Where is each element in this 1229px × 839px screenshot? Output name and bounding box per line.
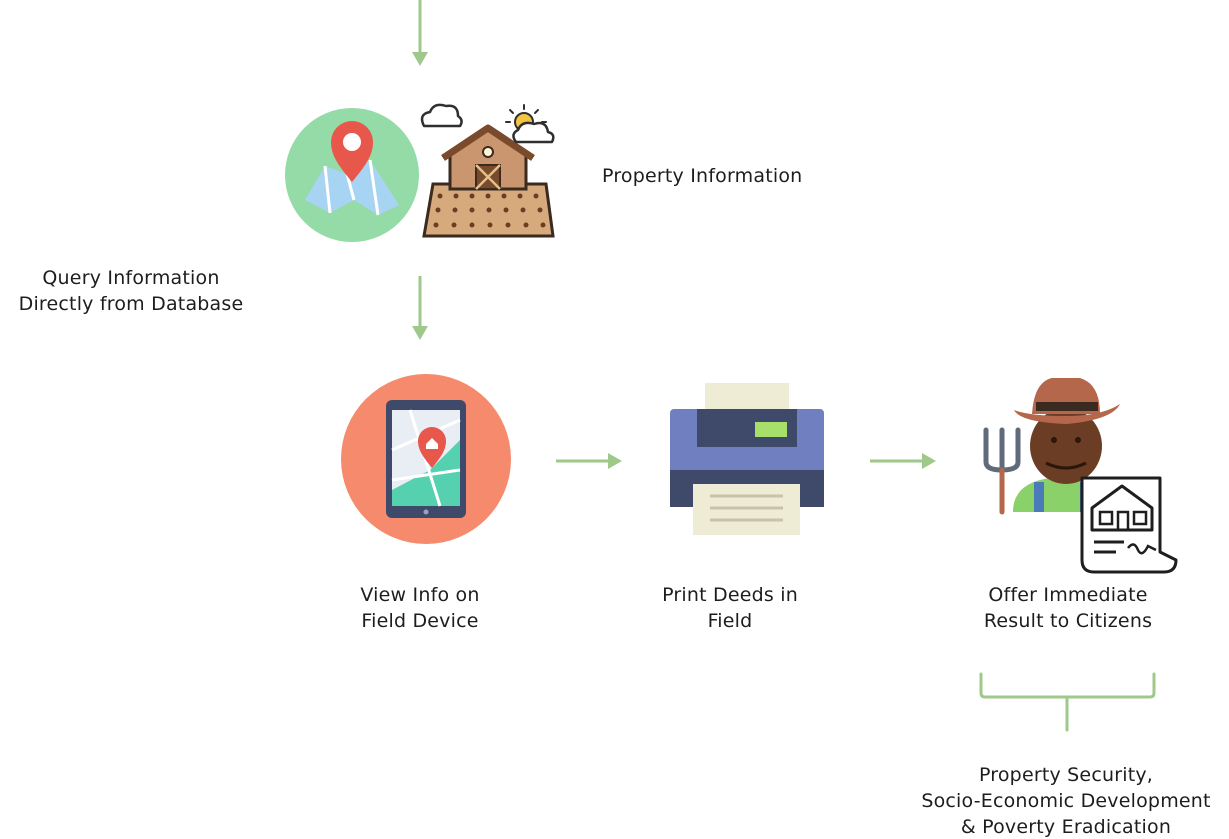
print-deeds-line-1: Print Deeds in <box>662 584 798 606</box>
outcome-label: Property Security, Socio-Economic Develo… <box>908 762 1224 839</box>
arrow-printer-to-citizens <box>870 453 936 469</box>
outcome-line-1: Property Security, <box>978 764 1154 786</box>
offer-result-line-2: Result to Citizens <box>983 610 1153 632</box>
tablet-map-icon <box>341 374 511 544</box>
view-info-line-2: Field Device <box>361 610 479 632</box>
arrow-device-to-printer <box>556 453 622 469</box>
printer-icon <box>670 383 824 535</box>
arrow-top-down <box>412 0 428 66</box>
print-deeds-label: Print Deeds in Field <box>630 582 830 634</box>
pitchfork-icon <box>983 427 1021 515</box>
property-information-text: Property Information <box>602 165 803 187</box>
property-information-label: Property Information <box>602 163 802 189</box>
print-deeds-line-2: Field <box>707 610 753 632</box>
query-line-2: Directly from Database <box>18 293 244 315</box>
deed-document-icon <box>1080 476 1178 574</box>
outcome-line-3: & Poverty Eradication <box>960 816 1172 838</box>
sun-cloud-icon <box>505 104 555 144</box>
map-pin-icon <box>285 108 419 242</box>
offer-result-label: Offer Immediate Result to Citizens <box>958 582 1178 634</box>
offer-result-line-1: Offer Immediate <box>988 584 1148 606</box>
query-information-label: Query Information Directly from Database <box>0 265 262 317</box>
outcome-bracket <box>979 672 1156 732</box>
outcome-line-2: Socio-Economic Development <box>921 790 1211 812</box>
arrow-property-to-device <box>412 276 428 340</box>
cloud-icon <box>420 103 463 128</box>
farmer-icon <box>983 378 1120 515</box>
query-line-1: Query Information <box>42 267 220 289</box>
view-info-label: View Info on Field Device <box>320 582 520 634</box>
view-info-line-1: View Info on <box>360 584 480 606</box>
barn-field-icon <box>422 124 555 238</box>
